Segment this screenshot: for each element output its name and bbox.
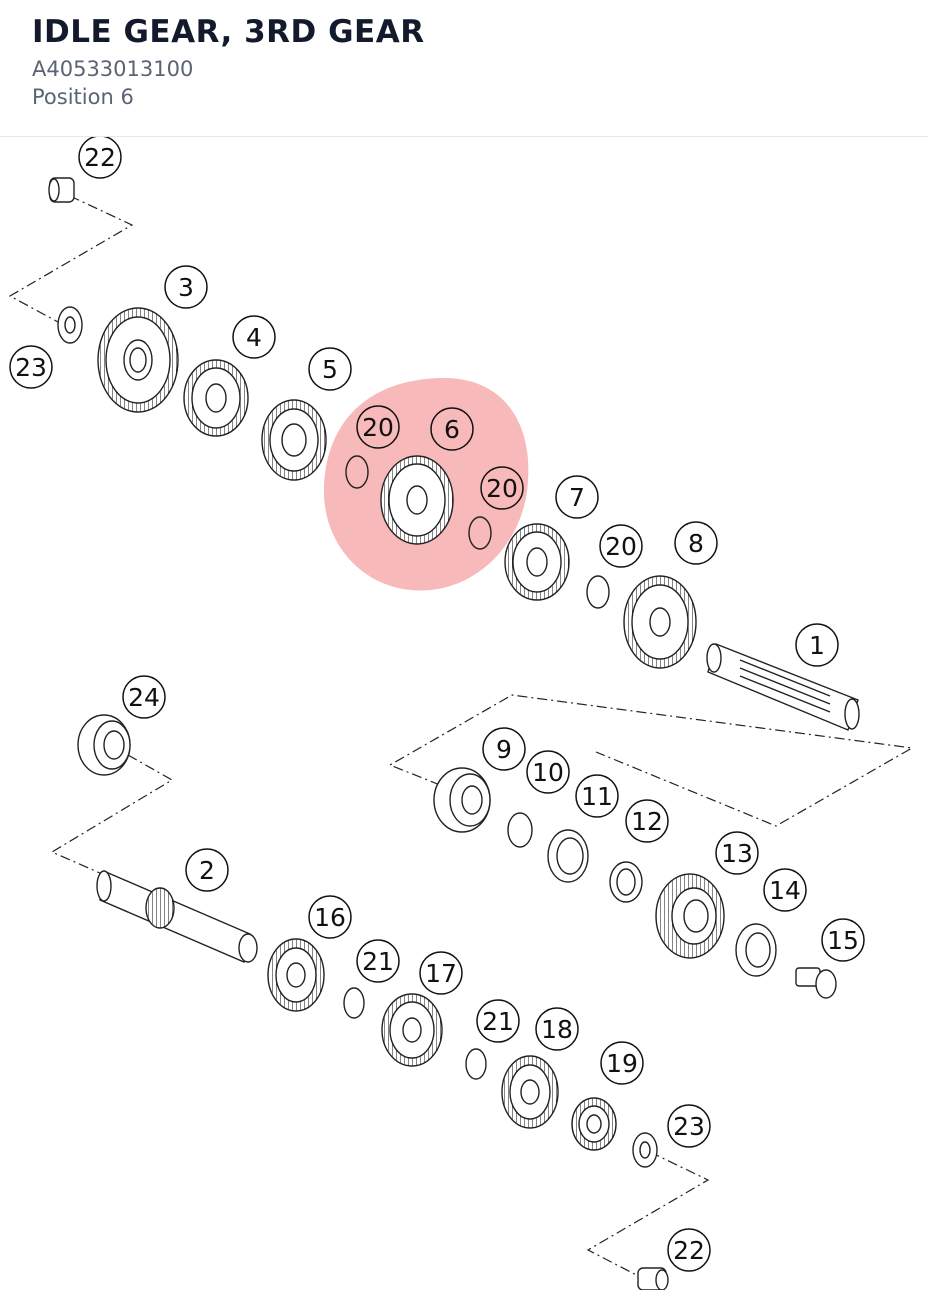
callout-13[interactable]: 13 [715, 831, 759, 875]
svg-text:9: 9 [496, 735, 512, 764]
callout-14[interactable]: 14 [763, 868, 807, 912]
callout-4[interactable]: 4 [232, 315, 276, 359]
svg-text:23: 23 [15, 353, 47, 382]
gear-18 [501, 1055, 559, 1129]
callout-20-b[interactable]: 20 [480, 466, 524, 510]
svg-text:22: 22 [673, 1236, 705, 1265]
callout-18[interactable]: 18 [535, 1007, 579, 1051]
exploded-parts-diagram: 22 3 23 4 5 20 6 20 7 20 8 1 24 9 10 11 … [8, 137, 914, 1290]
svg-text:2: 2 [199, 856, 215, 885]
callout-15[interactable]: 15 [821, 918, 865, 962]
svg-text:8: 8 [688, 529, 704, 558]
callout-21-a[interactable]: 21 [356, 939, 400, 983]
callout-23-top[interactable]: 23 [9, 345, 53, 389]
svg-text:23: 23 [673, 1112, 705, 1141]
part-header: IDLE GEAR, 3RD GEAR A40533013100 Positio… [0, 0, 928, 137]
callout-9[interactable]: 9 [482, 727, 526, 771]
spacer-12 [609, 861, 643, 903]
part-number: A40533013100 [32, 57, 194, 81]
callout-10[interactable]: 10 [526, 750, 570, 794]
callout-19[interactable]: 19 [600, 1041, 644, 1085]
washer-14 [735, 923, 777, 977]
svg-text:7: 7 [569, 483, 585, 512]
countershaft-2 [96, 870, 258, 963]
gear-19 [571, 1097, 617, 1151]
seal-11 [547, 829, 589, 883]
callout-20-c[interactable]: 20 [599, 524, 643, 568]
gear-16 [267, 938, 325, 1012]
main-shaft-1 [706, 643, 860, 731]
circlip-20-c [586, 575, 610, 609]
svg-text:4: 4 [246, 323, 262, 352]
svg-text:21: 21 [482, 1007, 514, 1036]
svg-text:6: 6 [444, 415, 460, 444]
gear-4 [183, 359, 249, 437]
parts [48, 177, 860, 1290]
gear-17 [381, 993, 443, 1067]
bushing-22-top [48, 177, 75, 203]
callout-24[interactable]: 24 [122, 675, 166, 719]
callout-1[interactable]: 1 [795, 623, 839, 667]
svg-text:10: 10 [532, 758, 564, 787]
gear-3 [97, 307, 179, 413]
svg-text:17: 17 [425, 959, 457, 988]
svg-text:20: 20 [362, 413, 394, 442]
svg-text:16: 16 [314, 903, 346, 932]
bearing-24 [77, 714, 131, 776]
callout-12[interactable]: 12 [625, 799, 669, 843]
svg-text:24: 24 [128, 683, 160, 712]
callout-3[interactable]: 3 [164, 265, 208, 309]
callout-22-bottom[interactable]: 22 [667, 1228, 711, 1272]
nut-15 [795, 967, 837, 999]
callout-5[interactable]: 5 [308, 347, 352, 391]
sprocket-13 [655, 873, 725, 959]
callout-6[interactable]: 6 [430, 407, 474, 451]
gear-7 [504, 523, 570, 601]
gear-5 [261, 399, 327, 481]
bushing-22-bottom [637, 1267, 669, 1290]
callout-22-top[interactable]: 22 [78, 137, 122, 179]
svg-text:15: 15 [827, 926, 859, 955]
svg-text:5: 5 [322, 355, 338, 384]
svg-text:11: 11 [581, 782, 613, 811]
svg-text:20: 20 [486, 474, 518, 503]
callout-23-bottom[interactable]: 23 [667, 1104, 711, 1148]
callout-20-a[interactable]: 20 [356, 405, 400, 449]
svg-text:3: 3 [178, 273, 194, 302]
svg-text:14: 14 [769, 876, 801, 905]
svg-text:13: 13 [721, 839, 753, 868]
part-title: IDLE GEAR, 3RD GEAR [32, 14, 425, 50]
svg-text:22: 22 [84, 143, 116, 172]
gear-6 [380, 455, 454, 545]
callout-8[interactable]: 8 [674, 521, 718, 565]
svg-text:12: 12 [631, 807, 663, 836]
circlip-20-a [345, 455, 369, 489]
circlip-21-b [465, 1048, 487, 1080]
bearing-9 [433, 767, 491, 833]
callout-7[interactable]: 7 [555, 475, 599, 519]
ring-10 [507, 812, 533, 848]
washer-23-bottom [632, 1132, 658, 1168]
callout-16[interactable]: 16 [308, 895, 352, 939]
callout-2[interactable]: 2 [185, 848, 229, 892]
svg-text:1: 1 [809, 631, 825, 660]
callout-21-b[interactable]: 21 [476, 999, 520, 1043]
svg-text:21: 21 [362, 947, 394, 976]
callout-11[interactable]: 11 [575, 774, 619, 818]
svg-text:19: 19 [606, 1049, 638, 1078]
callout-17[interactable]: 17 [419, 951, 463, 995]
circlip-21-a [343, 987, 365, 1019]
svg-text:20: 20 [605, 532, 637, 561]
part-position: Position 6 [32, 85, 134, 109]
svg-text:18: 18 [541, 1015, 573, 1044]
washer-23-top [57, 306, 83, 344]
position-callouts: 22 3 23 4 5 20 6 20 7 20 8 1 24 9 10 11 … [9, 137, 865, 1272]
circlip-20-b [468, 516, 492, 550]
gear-8 [623, 575, 697, 669]
